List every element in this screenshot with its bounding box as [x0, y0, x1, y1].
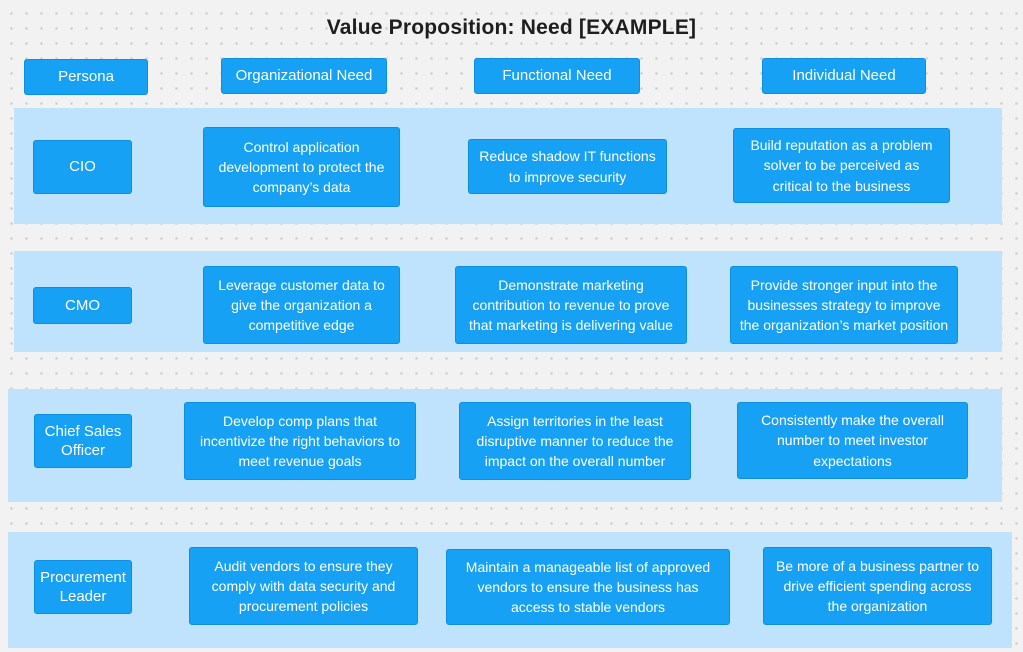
persona-box-procurement-leader[interactable]: Procurement Leader [34, 560, 132, 614]
organizational-need-box-cmo[interactable]: Leverage customer data to give the organ… [203, 266, 400, 344]
functional-need-box-chief-sales-officer[interactable]: Assign territories in the least disrupti… [459, 402, 691, 480]
column-header-organizational-need[interactable]: Organizational Need [221, 58, 387, 94]
organizational-need-box-cio[interactable]: Control application development to prote… [203, 127, 400, 207]
functional-need-box-cmo[interactable]: Demonstrate marketing contribution to re… [455, 266, 687, 344]
individual-need-box-procurement-leader[interactable]: Be more of a business partner to drive e… [763, 547, 992, 625]
persona-box-chief-sales-officer[interactable]: Chief Sales Officer [34, 414, 132, 468]
individual-need-box-cmo[interactable]: Provide stronger input into the business… [730, 266, 958, 344]
individual-need-box-chief-sales-officer[interactable]: Consistently make the overall number to … [737, 402, 968, 479]
functional-need-box-cio[interactable]: Reduce shadow IT functions to improve se… [468, 139, 667, 194]
column-header-individual-need[interactable]: Individual Need [762, 58, 926, 94]
column-header-functional-need[interactable]: Functional Need [474, 58, 640, 94]
column-header-persona[interactable]: Persona [24, 59, 148, 95]
persona-box-cmo[interactable]: CMO [33, 287, 132, 324]
individual-need-box-cio[interactable]: Build reputation as a problem solver to … [733, 128, 950, 203]
functional-need-box-procurement-leader[interactable]: Maintain a manageable list of approved v… [446, 549, 730, 625]
organizational-need-box-chief-sales-officer[interactable]: Develop comp plans that incentivize the … [184, 402, 416, 480]
persona-box-cio[interactable]: CIO [33, 140, 132, 194]
page-title: Value Proposition: Need [EXAMPLE] [326, 16, 697, 39]
organizational-need-box-procurement-leader[interactable]: Audit vendors to ensure they comply with… [189, 547, 418, 625]
